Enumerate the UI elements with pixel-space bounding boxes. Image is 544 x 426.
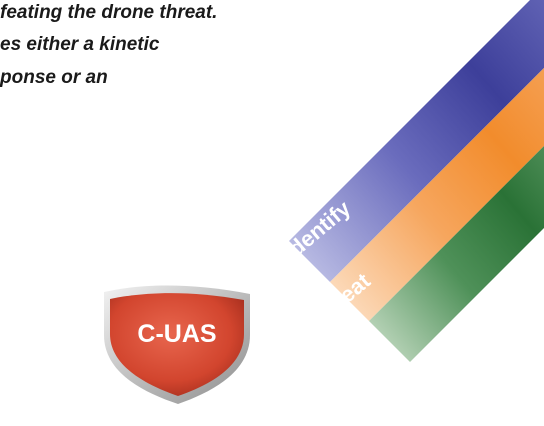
caption-line-2: es either a kinetic — [0, 34, 160, 55]
band-defeat — [369, 146, 544, 362]
diagonal-bands — [289, 0, 544, 362]
band-identify — [330, 68, 544, 321]
shield-body — [110, 293, 244, 396]
caption-line-3: ponse or an — [0, 67, 108, 88]
band-detect — [289, 0, 544, 282]
band-label-detect: Detect — [261, 126, 329, 189]
shield-label: C-UAS — [137, 320, 216, 348]
cuas-shield: C-UAS — [104, 285, 250, 404]
caption-line-1: feating the drone threat. — [0, 2, 218, 23]
